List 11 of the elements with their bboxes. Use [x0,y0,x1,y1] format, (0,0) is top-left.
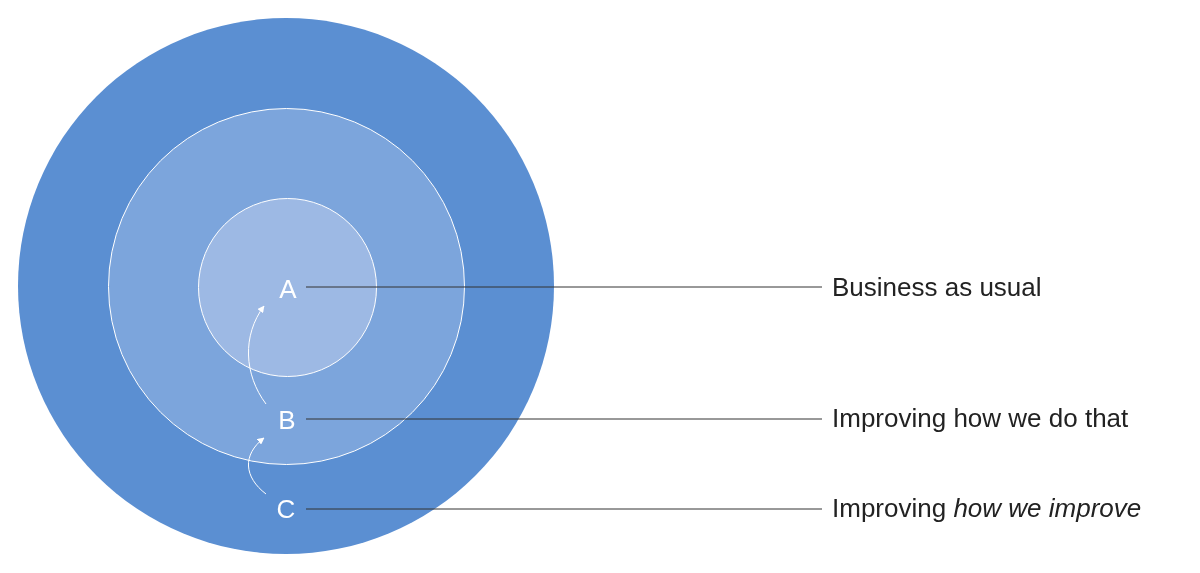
curved-arrow [248,305,267,405]
level-label: Improving how we improve [832,491,1177,525]
level-letter: A [278,274,298,304]
level-label: Improving how we do that [832,401,1177,435]
leader-line [305,286,823,288]
leader-line [305,508,823,510]
level-label: Business as usual [832,270,1172,304]
curved-arrow [248,437,267,495]
level-letter: B [277,405,297,435]
leader-line [305,418,823,420]
level-letter: C [276,494,296,524]
